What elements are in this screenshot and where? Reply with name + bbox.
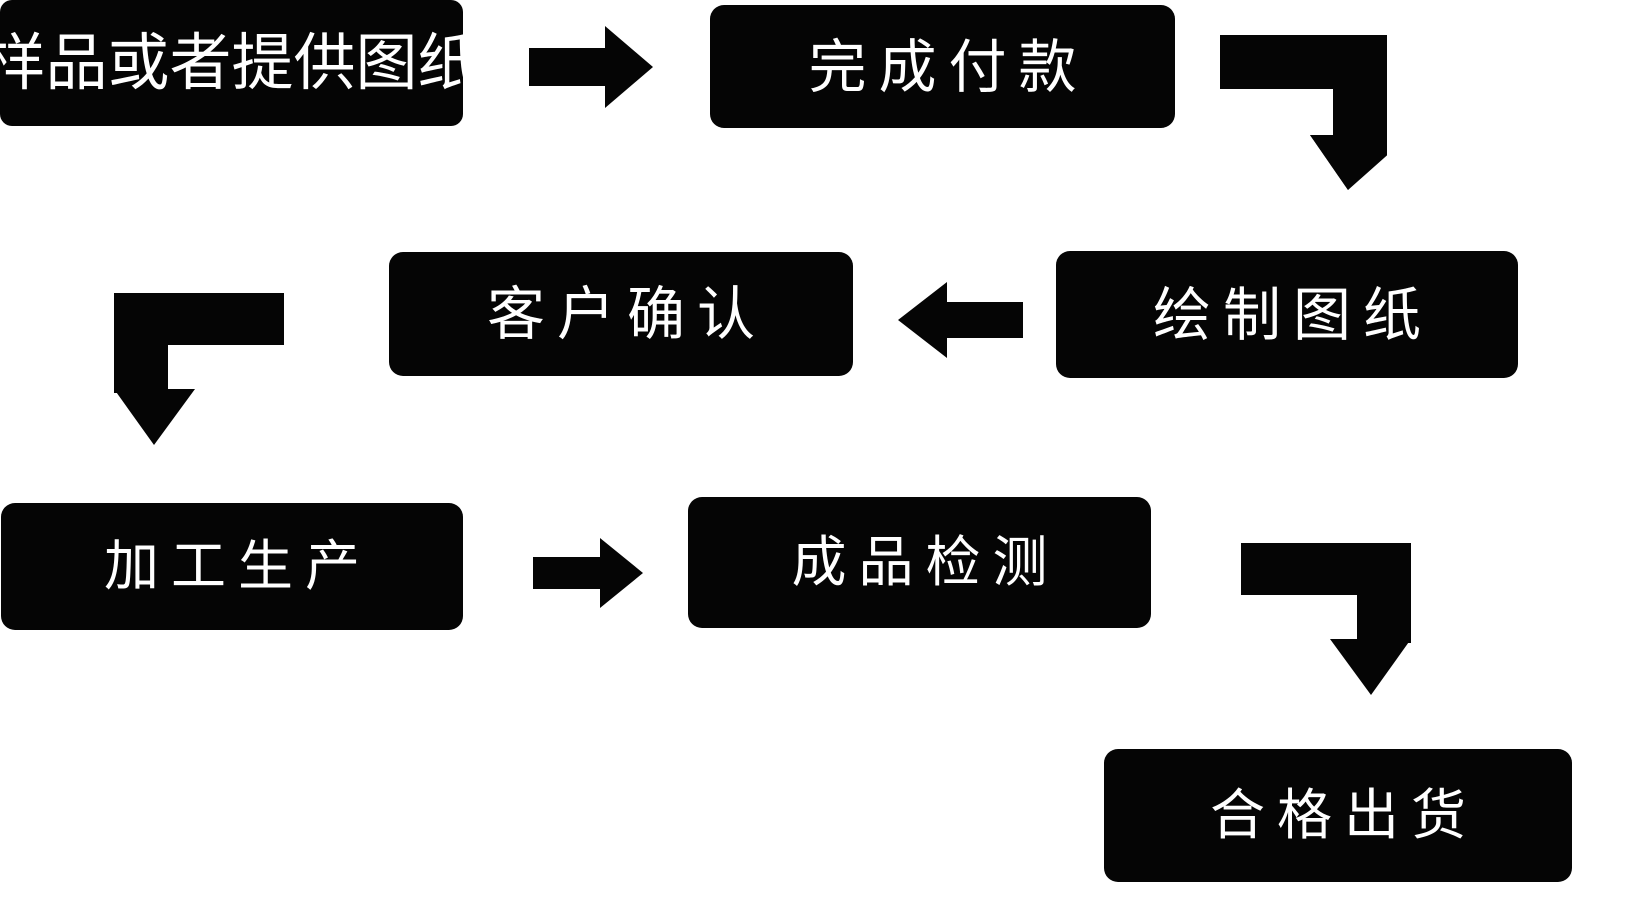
flow-node-label: 客户确认 bbox=[486, 280, 767, 348]
arrow-elbow-right-down-icon bbox=[1220, 35, 1387, 190]
flow-node-qualified-shipment[interactable]: 合格出货 bbox=[1104, 749, 1572, 882]
flow-node-label: 完成付款 bbox=[808, 32, 1089, 101]
flow-node-label: 加工生产 bbox=[103, 534, 372, 598]
flow-node-final-inspection[interactable]: 成品检测 bbox=[688, 497, 1151, 628]
flow-node-label: 合格出货 bbox=[1209, 783, 1478, 847]
arrow-elbow-right-down-icon bbox=[1241, 543, 1411, 695]
flow-node-draw-drawing[interactable]: 绘制图纸 bbox=[1056, 251, 1518, 378]
flow-node-sample-or-drawing[interactable]: 样品或者提供图纸 bbox=[0, 0, 480, 126]
flow-node-label: 成品检测 bbox=[791, 530, 1060, 594]
flow-node-label: 样品或者提供图纸 bbox=[0, 26, 480, 99]
arrow-elbow-left-down-icon bbox=[114, 293, 284, 445]
arrow-right-icon bbox=[529, 26, 653, 108]
flow-node-complete-payment[interactable]: 完成付款 bbox=[710, 5, 1175, 128]
arrow-left-icon bbox=[898, 282, 1023, 358]
arrow-right-icon bbox=[533, 538, 643, 608]
flow-node-production[interactable]: 加工生产 bbox=[1, 503, 463, 630]
flow-node-label: 绘制图纸 bbox=[1152, 280, 1433, 349]
flow-node-customer-confirm[interactable]: 客户确认 bbox=[389, 252, 853, 376]
